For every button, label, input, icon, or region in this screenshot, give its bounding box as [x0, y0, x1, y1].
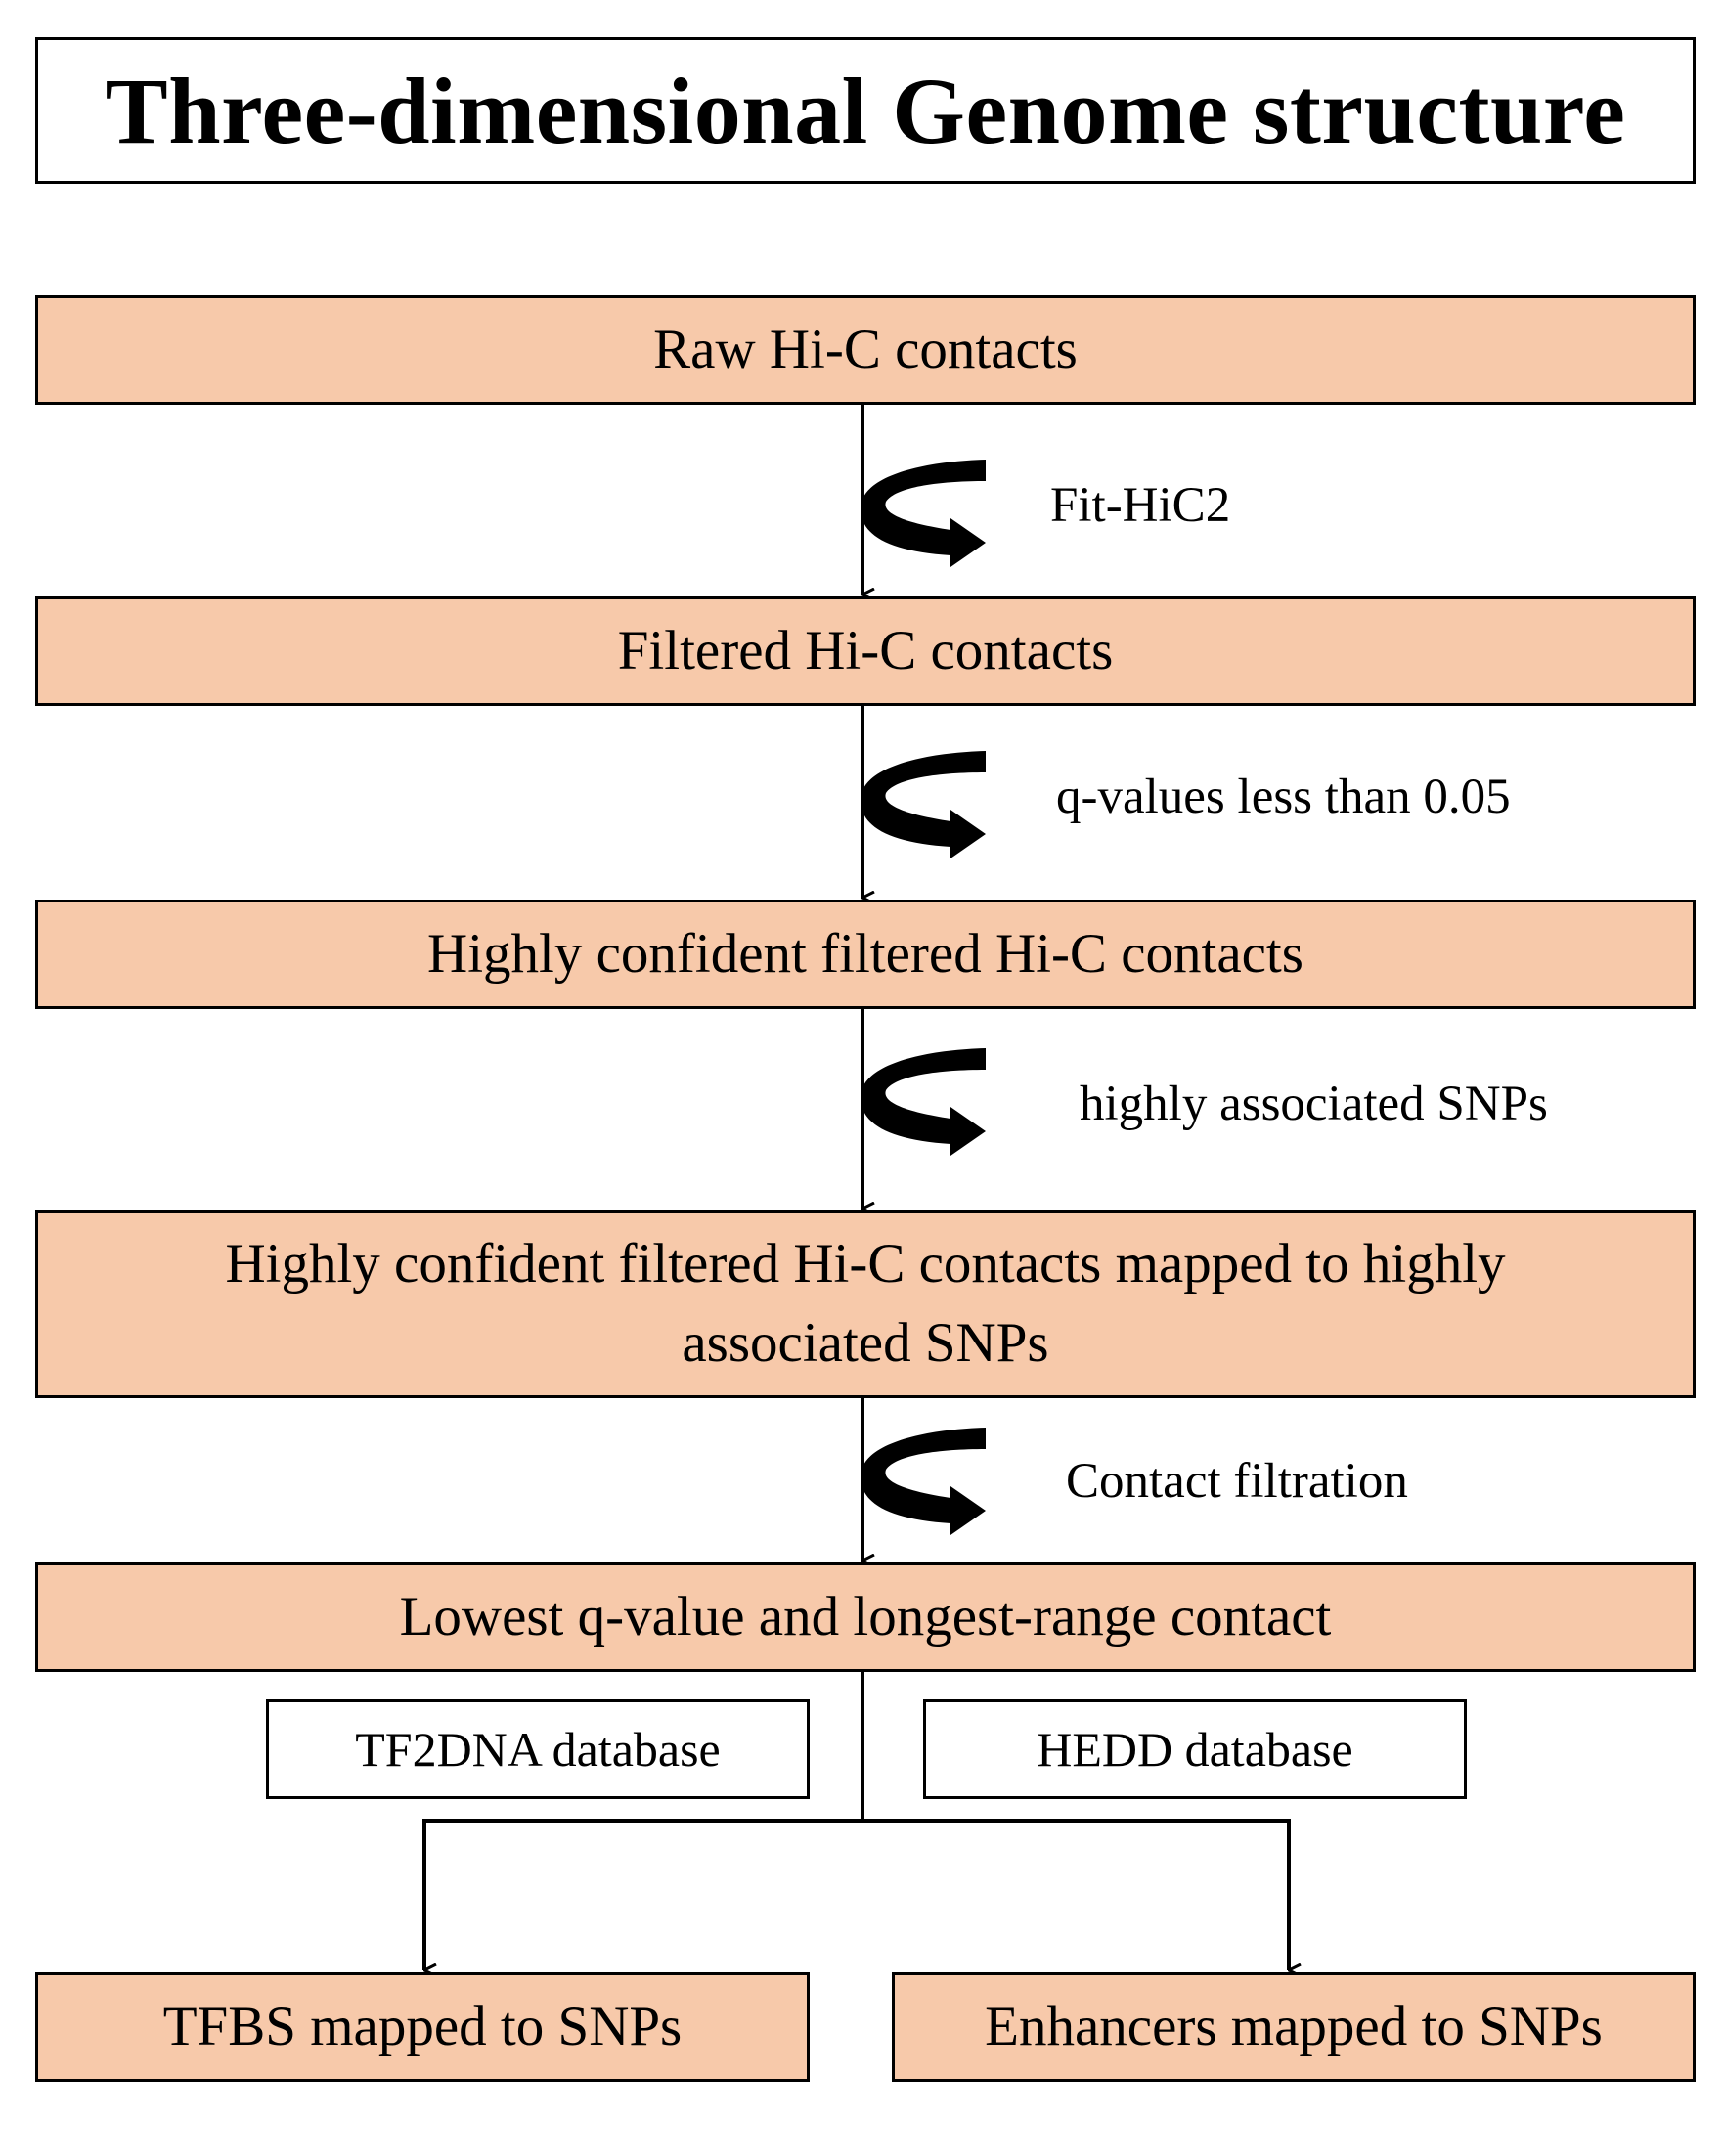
note-fit-hic2: Fit-HiC2 [1050, 478, 1231, 533]
step-mapped-label-line2: associated SNPs [682, 1312, 1049, 1374]
tf2dna-database-box: TF2DNA database [266, 1699, 810, 1799]
step-lowest-contact: Lowest q-value and longest-range contact [35, 1562, 1696, 1672]
step-raw-contacts: Raw Hi-C contacts [35, 295, 1696, 405]
step-enhancers: Enhancers mapped to SNPs [892, 1972, 1696, 2082]
step-mapped-contacts: Highly confident filtered Hi-C contacts … [35, 1210, 1696, 1398]
step-filtered-label: Filtered Hi-C contacts [617, 619, 1114, 682]
note-contact-filtration: Contact filtration [1066, 1454, 1408, 1509]
step-tfbs: TFBS mapped to SNPs [35, 1972, 810, 2082]
curved-arrow-icon [861, 1048, 986, 1156]
step-raw-label: Raw Hi-C contacts [653, 318, 1078, 380]
step-filtered-contacts: Filtered Hi-C contacts [35, 596, 1696, 706]
diagram-title: Three-dimensional Genome structure [35, 37, 1696, 184]
hedd-database-label: HEDD database [1037, 1722, 1353, 1777]
hedd-database-box: HEDD database [923, 1699, 1467, 1799]
curved-arrow-icon [861, 1428, 986, 1535]
tf2dna-database-label: TF2DNA database [355, 1722, 721, 1777]
step-confident-label: Highly confident filtered Hi-C contacts [427, 922, 1303, 985]
note-qvalue: q-values less than 0.05 [1056, 770, 1511, 824]
diagram-title-text: Three-dimensional Genome structure [105, 58, 1626, 163]
step-mapped-label-line1: Highly confident filtered Hi-C contacts … [225, 1233, 1506, 1296]
curved-arrow-icon [861, 460, 986, 567]
step-tfbs-label: TFBS mapped to SNPs [162, 1995, 683, 2057]
step-lowest-label: Lowest q-value and longest-range contact [399, 1585, 1332, 1648]
step-confident-contacts: Highly confident filtered Hi-C contacts [35, 900, 1696, 1009]
step-enhancers-label: Enhancers mapped to SNPs [985, 1995, 1603, 2057]
note-associated-snps: highly associated SNPs [1080, 1077, 1548, 1131]
curved-arrow-icon [861, 751, 986, 858]
